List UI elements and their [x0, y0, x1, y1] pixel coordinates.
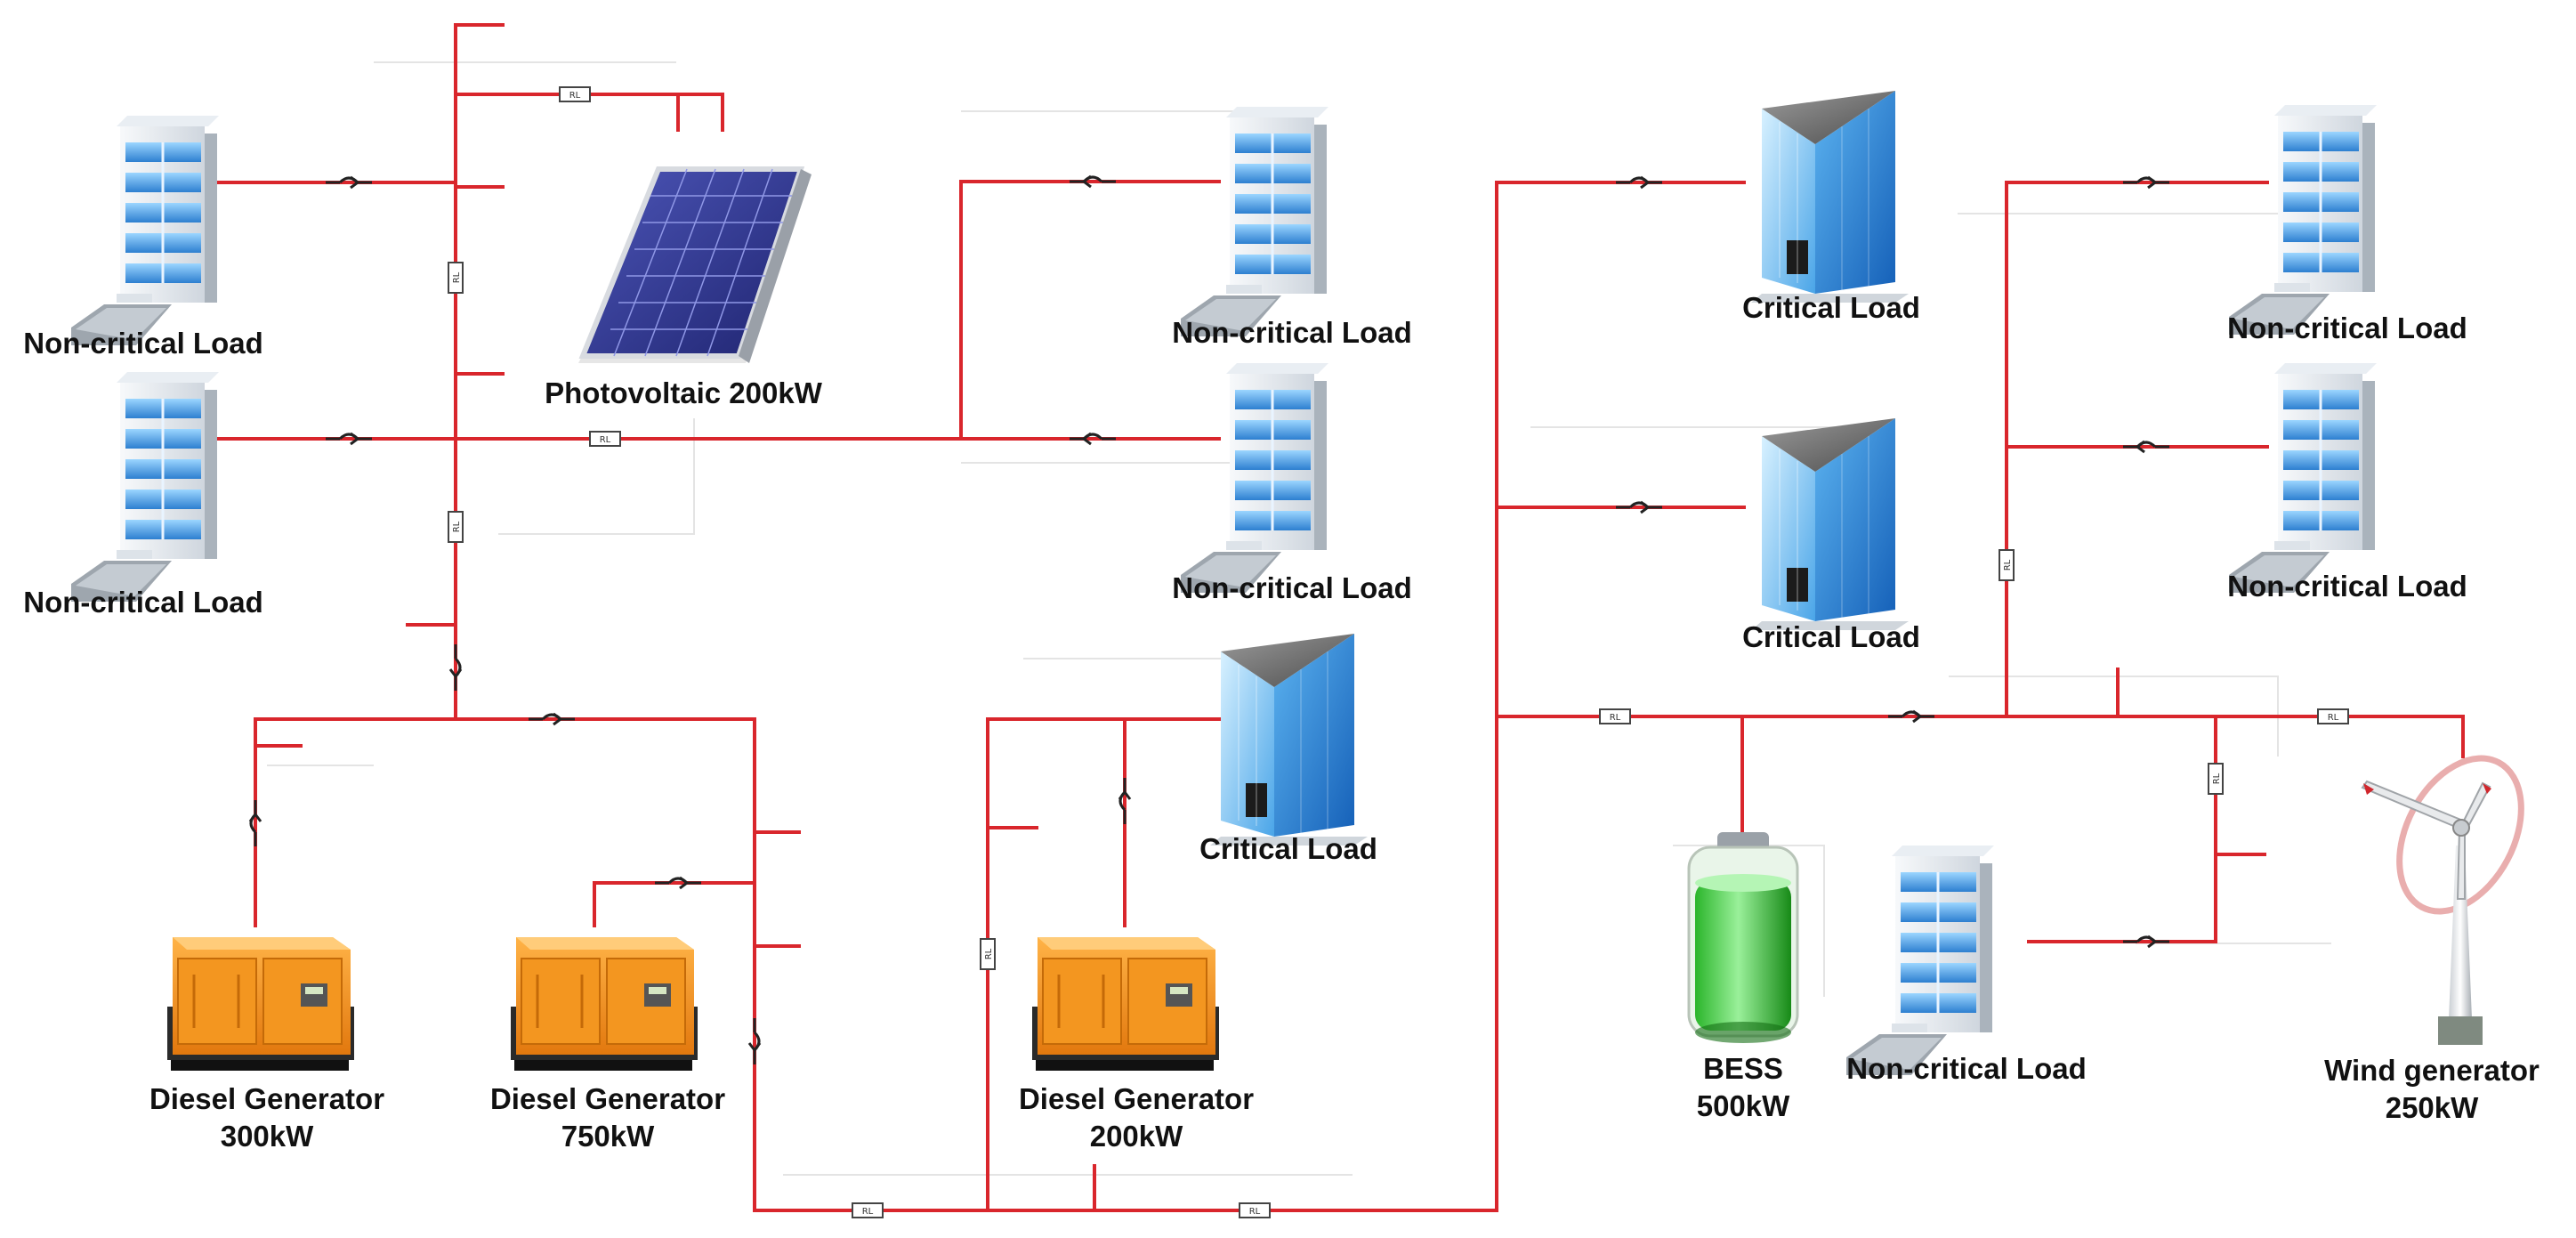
office-building-icon [1179, 105, 1330, 338]
glass-tower-building-icon [1209, 633, 1369, 846]
diesel-generator-icon [1030, 935, 1221, 1072]
bess-rating: 500kW [1697, 1089, 1790, 1122]
solar-panel-icon [578, 166, 812, 363]
diesel-200-label: Diesel Generator [1019, 1082, 1254, 1115]
photovoltaic-label: Photovoltaic 200kW [545, 376, 823, 409]
office-building-icon [2227, 103, 2378, 336]
diesel-750-label: Diesel Generator [490, 1082, 725, 1115]
relay-label: RL [1249, 1207, 1261, 1217]
load-right-top-label: Non-critical Load [2227, 312, 2467, 344]
relay-label: RL [452, 521, 462, 532]
relay-label: RL [1610, 713, 1621, 723]
diesel-generator-icon [166, 935, 356, 1072]
glass-tower-building-icon [1750, 90, 1910, 303]
load-left-bottom-label: Non-critical Load [23, 586, 263, 619]
relay-label: RL [2328, 713, 2339, 723]
office-building-icon [1179, 361, 1330, 595]
relay-label: RL [862, 1207, 874, 1217]
relay-label: RL [600, 435, 611, 445]
equipment-labels: Non-critical Load Non-critical Load Phot… [23, 291, 2540, 1153]
relay-label: RL [2003, 559, 2013, 570]
relay-label: RL [2212, 773, 2222, 784]
relay-boxes: RL RL RL RL RL RL RL RL RL RL RL [448, 86, 2349, 1218]
critical-center-label: Critical Load [1199, 832, 1377, 865]
critical-right-top-label: Critical Load [1742, 291, 1920, 324]
office-building-icon [1845, 844, 1996, 1077]
glass-tower-building-icon [1750, 417, 1910, 631]
office-building-icon [2227, 361, 2378, 595]
battery-icon [1687, 832, 1799, 1043]
office-building-icon [69, 114, 221, 347]
load-center-top-label: Non-critical Load [1172, 316, 1412, 349]
diesel-750-rating: 750kW [561, 1120, 655, 1153]
load-left-top-label: Non-critical Load [23, 327, 263, 360]
load-center-mid-label: Non-critical Load [1172, 571, 1412, 604]
load-right-bottom-label: Non-critical Load [1846, 1052, 2087, 1085]
relay-label: RL [984, 948, 994, 959]
diesel-300-label: Diesel Generator [149, 1082, 384, 1115]
wind-turbine-icon [2361, 755, 2524, 1045]
relay-label: RL [569, 91, 581, 101]
bess-label: BESS [1703, 1052, 1783, 1085]
relay-label: RL [452, 271, 462, 283]
wind-rating: 250kW [2386, 1091, 2479, 1124]
diesel-300-rating: 300kW [221, 1120, 314, 1153]
wind-label: Wind generator [2324, 1054, 2540, 1087]
diesel-200-rating: 200kW [1090, 1120, 1183, 1153]
load-right-mid-label: Non-critical Load [2227, 570, 2467, 603]
critical-right-mid-label: Critical Load [1742, 620, 1920, 653]
office-building-icon [69, 370, 221, 603]
diesel-generator-icon [509, 935, 699, 1072]
